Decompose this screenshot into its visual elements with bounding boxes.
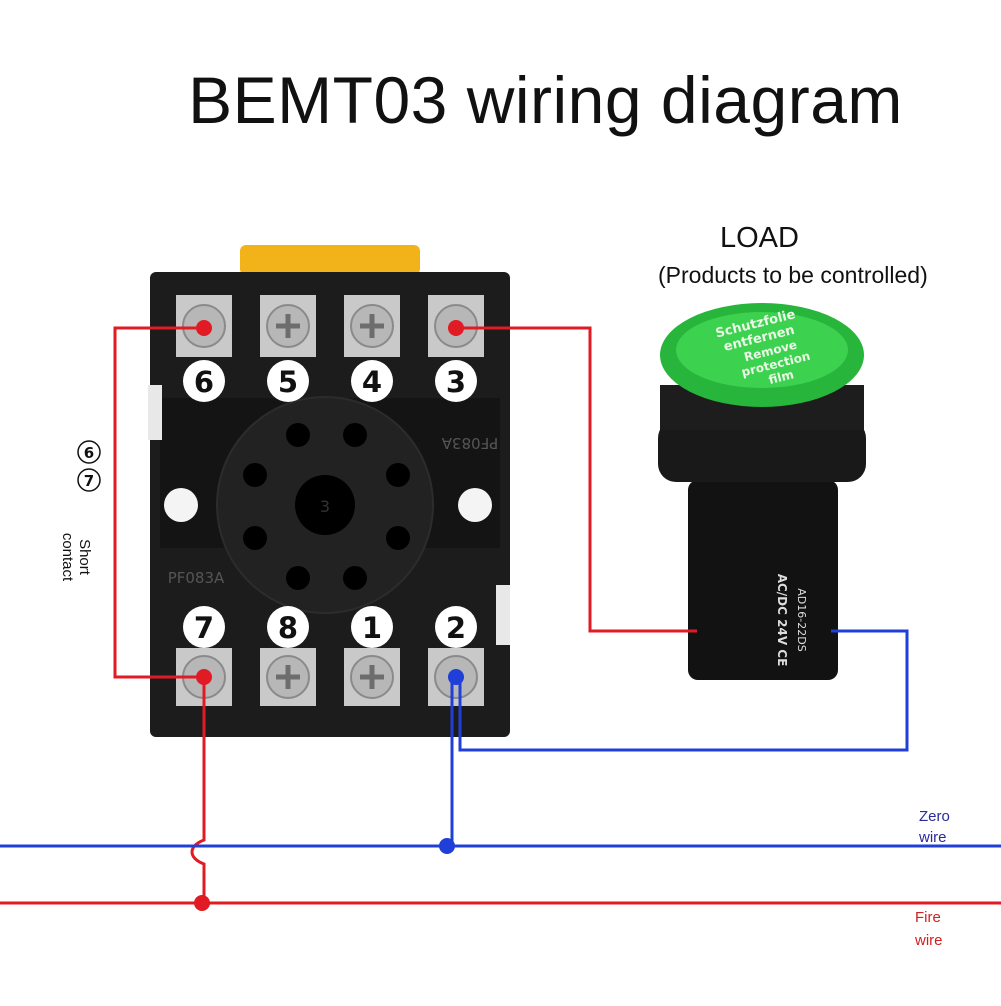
short-contact-wire	[113, 326, 204, 679]
lamp-body-text-1: AD16-22DS	[795, 588, 808, 651]
terminal-1-badge	[351, 606, 393, 648]
model-mark-bottom: PF083A	[168, 569, 225, 587]
lens-text-5: film	[767, 367, 795, 387]
base-top-clip	[240, 245, 420, 275]
zero-junction-dot	[439, 838, 455, 854]
terminal-7-number: 7	[194, 611, 214, 645]
terminal-6-badge	[183, 360, 225, 402]
terminal-3-number: 3	[446, 365, 466, 399]
zero-wire-label: Zero wire	[919, 806, 950, 848]
load-return-wire	[458, 629, 909, 752]
socket-key-text: 3	[320, 497, 330, 516]
short-contact-terminals: 6 7	[77, 440, 101, 492]
terminal-8-number: 8	[278, 611, 298, 645]
side-notch-top	[148, 385, 162, 440]
fire-wire-label: Fire wire	[915, 906, 943, 952]
terminal-7-drop-wire	[190, 677, 206, 903]
bottom-terminal-numbers: 7 8 1 2	[183, 606, 477, 648]
terminal-7-connection-dot	[196, 669, 212, 685]
terminal-6-connection-dot	[196, 320, 212, 336]
lamp-bezel	[658, 420, 866, 482]
terminal-6-number: 6	[194, 365, 214, 399]
octal-socket: 3	[216, 396, 434, 614]
lamp-lens-highlight	[676, 312, 848, 388]
short-contact-label: Short contact	[59, 533, 93, 581]
lamp-body-text-2: AC/DC 24V CE	[775, 574, 789, 667]
mount-hole-right	[458, 488, 492, 522]
fire-junction-dot	[194, 895, 210, 911]
load-indicator-lamp: Schutzfolie entfernen Remove protection …	[658, 303, 866, 680]
fire-wire-label-line1: Fire	[915, 909, 941, 926]
lamp-body	[688, 480, 838, 680]
zero-wire-label-line1: Zero	[919, 808, 950, 825]
short-contact-6-number: 6	[84, 444, 94, 462]
short-contact-7-number: 7	[84, 472, 94, 490]
side-notch-bottom	[496, 585, 510, 645]
zero-wire-label-line2: wire	[919, 829, 947, 846]
terminal-4-number: 4	[362, 365, 382, 399]
load-feed-wire	[456, 326, 697, 633]
short-contact-7-badge	[77, 468, 101, 492]
model-mark-top: PF083A	[441, 434, 498, 452]
load-title: LOAD	[720, 222, 799, 254]
terminal-2-connection-dot	[448, 669, 464, 685]
top-terminal-numbers: 6 5 4 3	[183, 360, 477, 402]
mount-hole-left	[164, 488, 198, 522]
relay-base: 3 PF083A PF083A	[148, 245, 510, 737]
short-contact-6-badge	[77, 440, 101, 464]
terminal-7-badge	[183, 606, 225, 648]
bottom-terminal-row	[165, 648, 495, 736]
terminal-8-badge	[267, 606, 309, 648]
terminal-1-number: 1	[362, 611, 382, 645]
short-contact-label-line1: Short	[76, 539, 94, 575]
terminal-2-badge	[435, 606, 477, 648]
page-title: BEMT03 wiring diagram	[188, 63, 903, 137]
fire-wire-circuit	[0, 326, 1001, 905]
base-foot	[165, 706, 495, 736]
terminal-4-badge	[351, 360, 393, 402]
terminal-5-number: 5	[278, 365, 298, 399]
terminal-3-badge	[435, 360, 477, 402]
zero-wire-circuit	[0, 629, 1001, 848]
fire-wire-label-line2: wire	[915, 932, 943, 949]
terminal-2-number: 2	[446, 611, 466, 645]
terminal-3-connection-dot	[448, 320, 464, 336]
terminal-5-badge	[267, 360, 309, 402]
short-contact-label-line2: contact	[59, 532, 77, 582]
load-subtitle: (Products to be controlled)	[658, 262, 928, 288]
